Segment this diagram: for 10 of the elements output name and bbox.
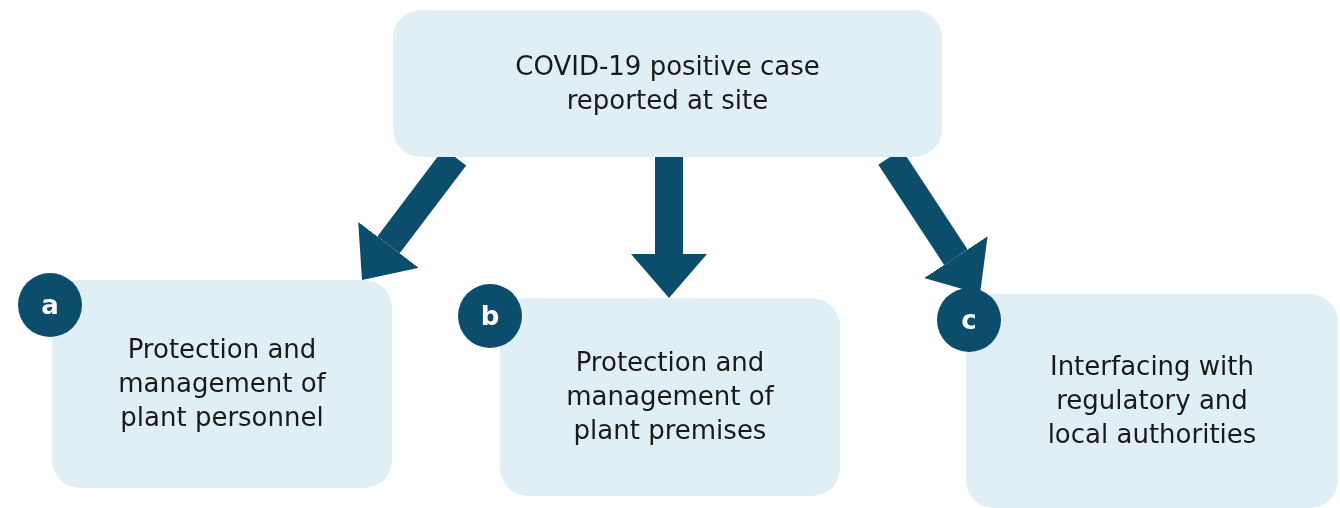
box-text: COVID-19 positive case reported at site	[514, 49, 821, 117]
letter-badge: a	[18, 273, 82, 337]
process-box	[500, 298, 840, 496]
letter-badge: b	[458, 284, 522, 348]
arrow	[631, 157, 707, 298]
box-text: Protection and management of plant premises	[565, 346, 776, 447]
letter-badge: c	[937, 288, 1001, 352]
process-box	[393, 10, 942, 157]
box-text: Interfacing with regulatory and local authorities	[1046, 350, 1258, 451]
box-text: Protection and management of plant personnel	[117, 333, 328, 434]
